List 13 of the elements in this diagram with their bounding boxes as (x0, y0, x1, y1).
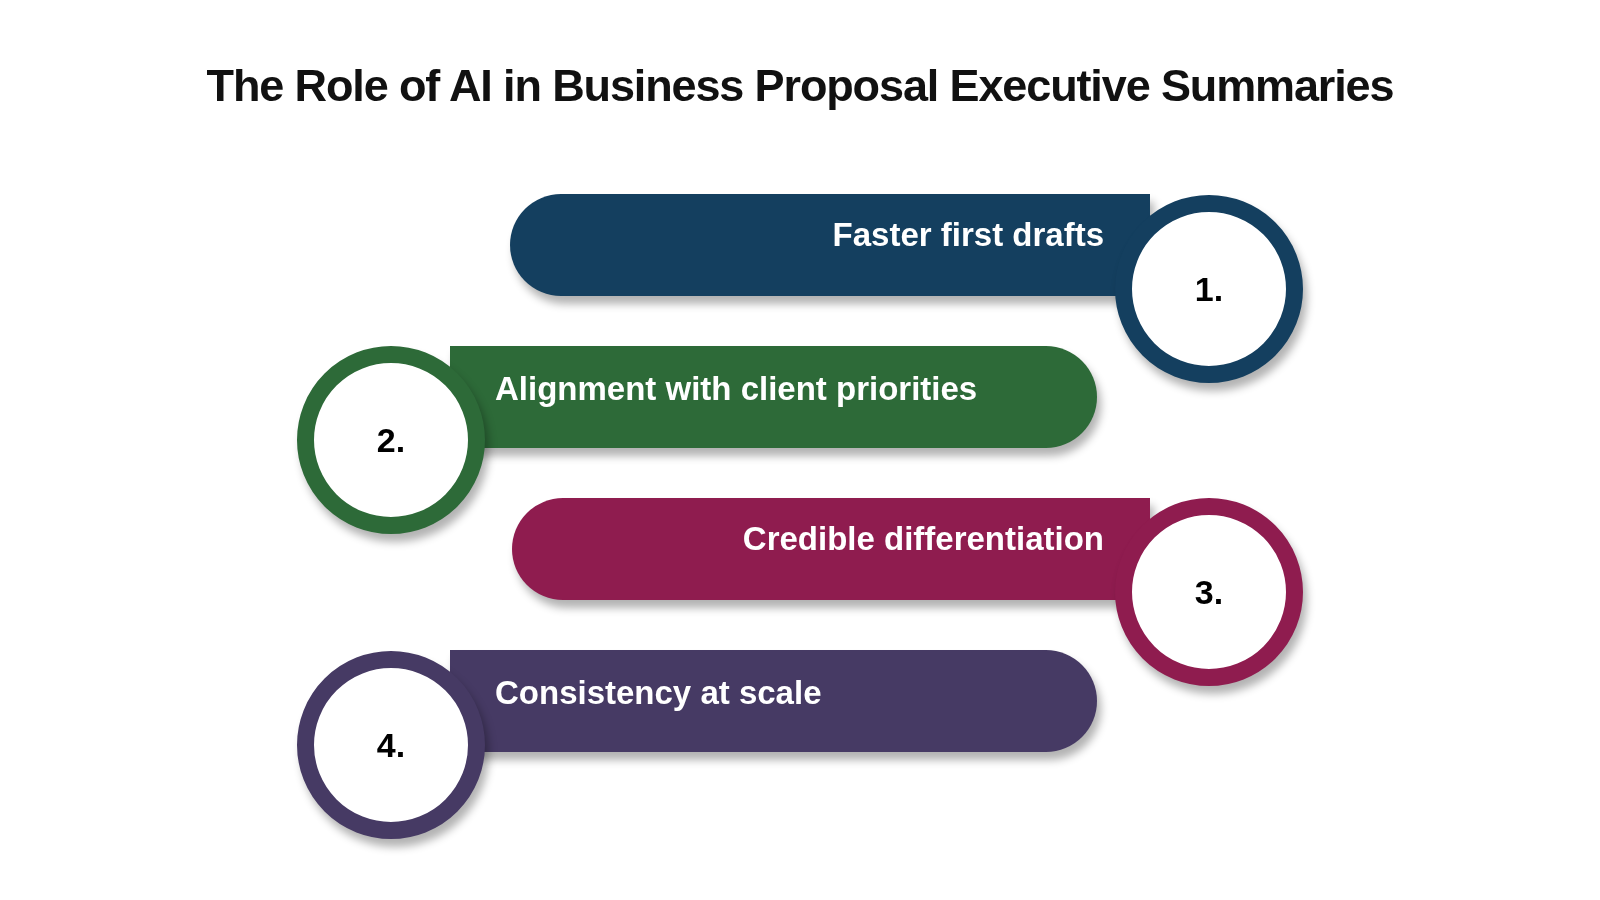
item-bar (510, 194, 1150, 296)
item-label: Alignment with client priorities (495, 370, 978, 407)
step-number: 3. (1194, 571, 1224, 613)
item-label: Consistency at scale (495, 674, 822, 711)
title: The Role of AI in Business Proposal Executive Summaries (205, 59, 1395, 113)
item-bar (512, 498, 1150, 600)
step-number: 4. (376, 724, 406, 766)
item-label: Faster first drafts (832, 216, 1104, 253)
item-bar (450, 346, 1097, 448)
item-label: Credible differentiation (742, 520, 1104, 557)
step-number: 2. (376, 419, 406, 461)
item-bar (450, 650, 1097, 752)
step-number: 1. (1194, 268, 1224, 310)
